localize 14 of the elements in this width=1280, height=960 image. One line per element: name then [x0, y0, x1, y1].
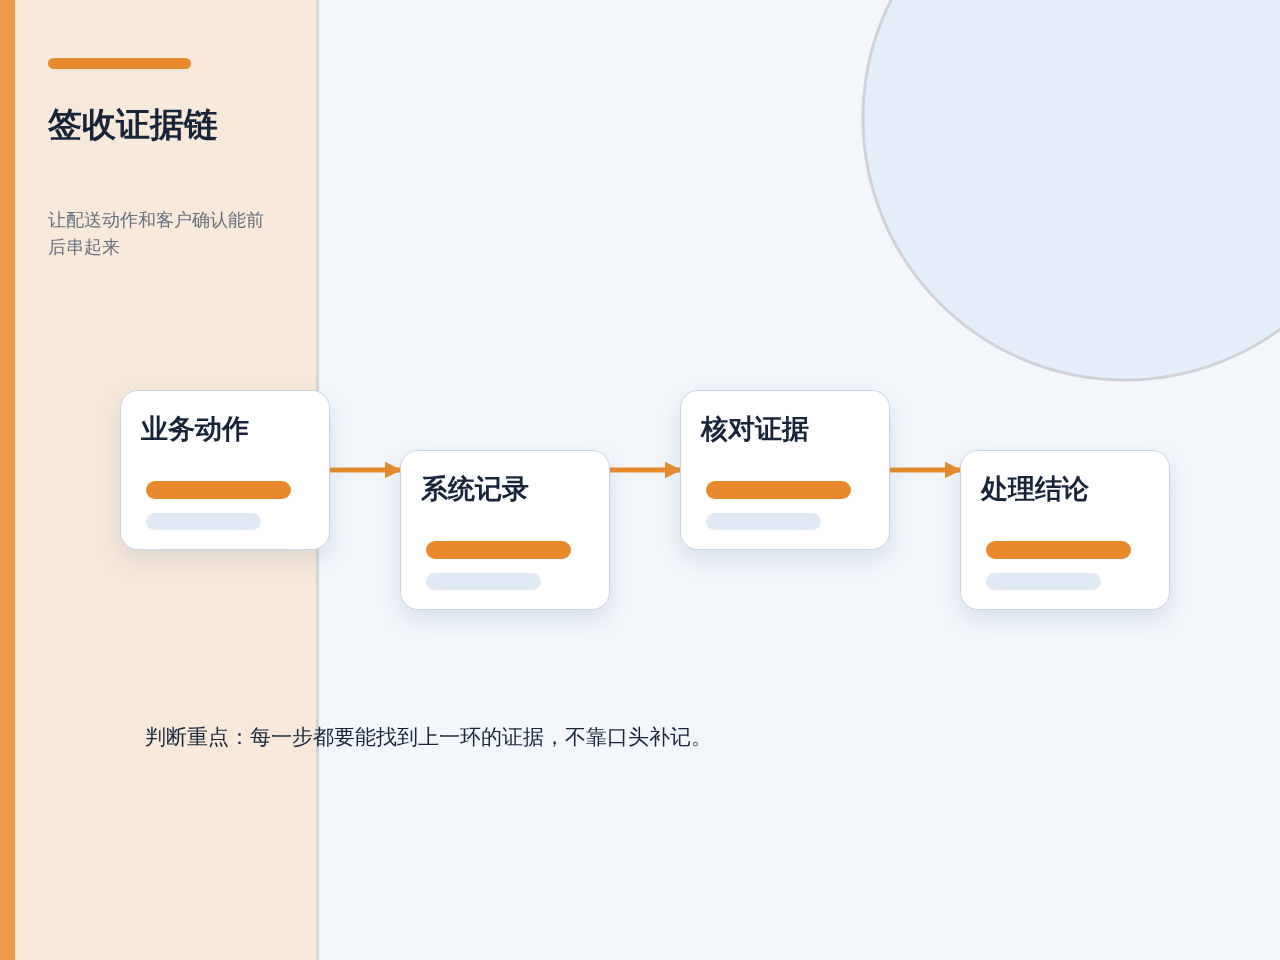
card-title: 系统记录 — [421, 472, 529, 506]
card-title: 核对证据 — [701, 412, 809, 446]
step-card — [400, 450, 610, 610]
card-title: 处理结论 — [981, 472, 1089, 506]
title: 签收证据链 — [48, 103, 218, 146]
note-text: 判断重点：每一步都要能找到上一环的证据，不靠口头补记。 — [145, 724, 713, 751]
step-card — [960, 450, 1170, 610]
arrow — [330, 461, 402, 479]
subtitle: 让配送动作和客户确认能前后串起来 — [48, 208, 265, 259]
card-title: 业务动作 — [141, 412, 249, 446]
arrow — [610, 461, 682, 479]
step-card — [120, 390, 330, 550]
step-card — [680, 390, 890, 550]
arrow — [890, 461, 962, 479]
